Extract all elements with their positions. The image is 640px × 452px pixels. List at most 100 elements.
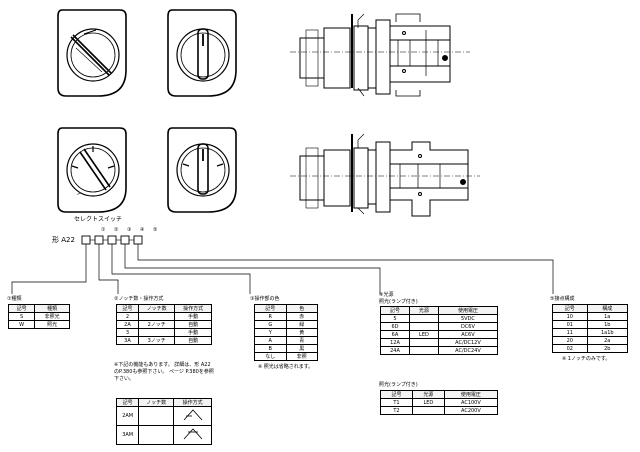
table-cell: 2a: [586, 336, 629, 345]
model-prefix: 形 A22: [52, 236, 75, 244]
front-view-3notch-illuminated: [167, 127, 237, 213]
table-cell: LED: [408, 330, 439, 339]
group5-note: ※ 1ノッチのみです。: [562, 356, 611, 362]
group3-title: ③操作部の色: [250, 296, 280, 302]
table-cell: 赤: [285, 312, 318, 321]
table-header: 使用電圧: [437, 306, 499, 315]
table-row: 記号 色: [254, 304, 318, 313]
table-cell: [138, 406, 175, 426]
table-cell: 緑: [285, 320, 318, 329]
table-cell: R: [254, 312, 287, 321]
group4-subtitle-1: 照光(ランプ付き): [379, 299, 418, 305]
table-cell: AC100V: [443, 398, 499, 407]
table-cell: 非照光: [34, 312, 70, 321]
table-header: 光源: [408, 306, 439, 315]
position-5: ⑤: [153, 227, 158, 233]
table-cell: 2AM: [115, 406, 140, 426]
table-row: 3AM: [115, 425, 212, 445]
table-cell: 手動: [174, 328, 212, 337]
table-cell: [138, 425, 175, 445]
table-row: なし非照: [254, 352, 318, 361]
table-row: 記号 ノッチ数 操作方式: [115, 398, 212, 407]
table-cell: 自動: [174, 320, 212, 329]
table-header: 種類: [34, 304, 70, 313]
table-cell: AC/DC24V: [437, 346, 499, 355]
table-header: 色: [285, 304, 318, 313]
table-row: 記号 種類: [7, 304, 70, 313]
group2-note: ※下記の機能もあります。 詳細は、形 A22のP.380も参照下さい。 ページ …: [114, 362, 214, 382]
table-header: 記号: [380, 306, 410, 315]
table-cell: [408, 346, 439, 355]
position-2: ②: [114, 227, 119, 233]
table-header: 記号: [552, 304, 588, 313]
table-row: 記号 構成: [552, 304, 629, 313]
table-cell: [408, 322, 439, 331]
group4-subtitle-2: 照光(ランプ付き): [379, 382, 418, 388]
table-cell: [408, 338, 439, 347]
table-header: ノッチ数: [137, 304, 176, 313]
table-cell: 2A: [116, 320, 139, 329]
table-cell: T1: [380, 398, 413, 407]
table-header: 構成: [586, 304, 629, 313]
table-header: 操作方式: [174, 304, 212, 313]
table-cell: 黒: [285, 344, 318, 353]
table-cell: T2: [380, 406, 413, 415]
front-view-3notch: ⌒: [57, 127, 127, 213]
table-cell: Y: [254, 328, 287, 337]
table-row: 2AM: [115, 406, 212, 426]
table-header: ノッチ数: [138, 398, 175, 407]
table-cell: B: [254, 344, 287, 353]
group3-note: ※ 照光は省略されます。: [258, 364, 314, 370]
symbol-cell: [173, 406, 212, 426]
table-cell: なし: [254, 352, 287, 361]
table-header: 使用電圧: [443, 390, 499, 399]
side-view-1: [290, 13, 470, 97]
table-cell: 1a: [586, 312, 629, 321]
table-cell: AC200V: [443, 406, 499, 415]
table-header: 操作方式: [173, 398, 212, 407]
group5-title: ⑤接点構成: [550, 296, 575, 302]
table-cell: 非照: [285, 352, 318, 361]
table-cell: G: [254, 320, 287, 329]
group2-title: ②ノッチ数・操作方式: [114, 296, 164, 302]
table-cell: 5VDC: [437, 314, 499, 323]
table-cell: 11: [552, 328, 588, 337]
table-cell: 6A: [380, 330, 410, 339]
table-cell: 6D: [380, 322, 410, 331]
table-row: T2 AC200V: [380, 406, 499, 415]
table-cell: AC6V: [437, 330, 499, 339]
table-cell: LED: [411, 398, 445, 407]
position-1: ①: [101, 227, 106, 233]
side-view-2: [290, 133, 480, 217]
table-cell: AC/DC12V: [437, 338, 499, 347]
table-cell: 02: [552, 344, 588, 353]
table-cell: A: [254, 336, 287, 345]
table-header: 光源: [411, 390, 445, 399]
table-cell: 照光: [34, 320, 70, 329]
svg-text:⌒: ⌒: [77, 193, 84, 201]
table-cell: 20: [552, 336, 588, 345]
table-cell: S: [7, 312, 36, 321]
table-cell: 1b: [586, 320, 629, 329]
table-row: 記号 光源 使用電圧: [380, 390, 499, 399]
table-cell: 手動: [174, 312, 212, 321]
